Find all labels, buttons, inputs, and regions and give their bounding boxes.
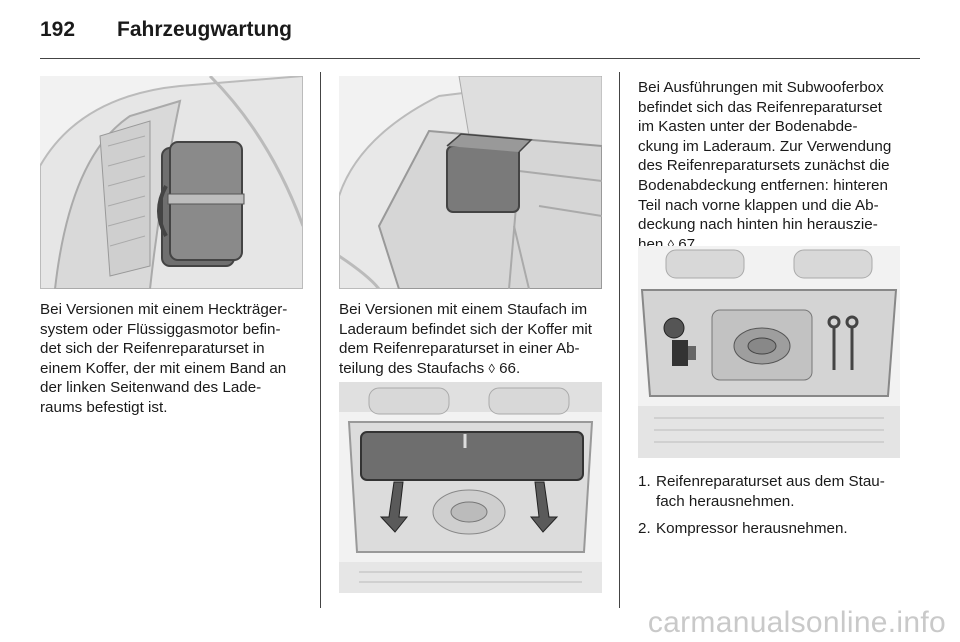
- page-reference-icon: ◊: [667, 236, 674, 252]
- illustration-storage-compartment: [339, 76, 602, 289]
- page-number: 192: [40, 18, 76, 41]
- watermark: carmanualsonline.info: [647, 606, 946, 639]
- page-reference-icon: ◊: [488, 360, 495, 376]
- illustration-trunk-case: [40, 76, 303, 289]
- column-divider: [320, 72, 321, 608]
- page-header: 192 Fahrzeugwartung: [40, 18, 920, 59]
- list-item: 1. Reifenreparaturset aus dem Stau- fach…: [638, 473, 885, 510]
- illustration-repair-kit-box: [638, 246, 900, 458]
- paragraph-subwoofer: Bei Ausführungen mit Subwooferbox befind…: [638, 79, 892, 253]
- steps-list: 1. Reifenreparaturset aus dem Stau- fach…: [638, 472, 885, 547]
- list-item: 2. Kompressor herausnehmen.: [638, 520, 848, 538]
- illustration-floor-cover: [339, 382, 602, 593]
- paragraph-staufach: Bei Versionen mit einem Staufach im Lade…: [339, 301, 592, 377]
- paragraph-heckträger: Bei Versionen mit einem Heckträger- syst…: [40, 301, 288, 416]
- column-divider: [619, 72, 620, 608]
- chapter-title: Fahrzeugwartung: [117, 18, 293, 41]
